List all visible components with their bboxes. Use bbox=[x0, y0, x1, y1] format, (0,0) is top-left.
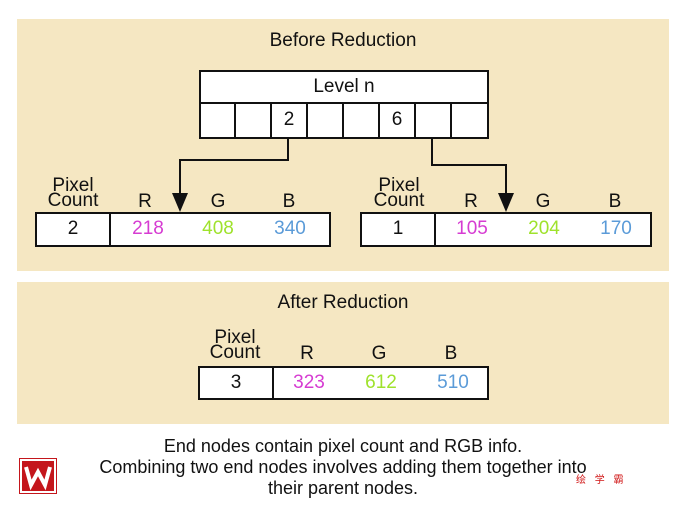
right-node-b-label: B bbox=[608, 191, 622, 212]
left-node-count: 2 bbox=[67, 218, 79, 239]
right-node-r-label: R bbox=[464, 191, 478, 212]
caption-line-2: Combining two end nodes involves adding … bbox=[99, 457, 587, 477]
caption-line-3: their parent nodes. bbox=[267, 478, 419, 498]
before-reduction-title: Before Reduction bbox=[269, 30, 417, 51]
left-node-r-label: R bbox=[138, 191, 152, 212]
right-node-count-label: Count bbox=[373, 190, 425, 211]
caption-line-1: End nodes contain pixel count and RGB in… bbox=[163, 436, 523, 456]
watermark-text: 绘 学 霸 bbox=[576, 475, 627, 486]
level-n-header: Level n bbox=[199, 70, 489, 104]
right-end-node: 1 105 204 170 bbox=[360, 212, 652, 247]
after-node-g-label: G bbox=[371, 343, 387, 364]
w-logo-icon bbox=[20, 459, 56, 493]
after-reduction-title: After Reduction bbox=[277, 292, 409, 313]
left-node-b: 340 bbox=[274, 218, 306, 239]
after-node-pixel-label: Pixel bbox=[214, 327, 256, 348]
right-node-g: 204 bbox=[528, 218, 560, 239]
after-node-r: 323 bbox=[293, 372, 325, 393]
watermark-logo bbox=[19, 458, 57, 494]
level-n-slots: 2 6 bbox=[199, 102, 489, 139]
after-node-b-label: B bbox=[444, 343, 458, 364]
after-node-r-label: R bbox=[300, 343, 314, 364]
left-node-g-label: G bbox=[210, 191, 226, 212]
left-node-count-label: Count bbox=[47, 190, 99, 211]
after-node-g: 612 bbox=[365, 372, 397, 393]
slot-2: 2 bbox=[283, 109, 295, 130]
left-node-g: 408 bbox=[202, 218, 234, 239]
after-end-node: 3 323 612 510 bbox=[198, 366, 489, 400]
after-node-b: 510 bbox=[437, 372, 469, 393]
slot-5: 6 bbox=[391, 109, 403, 130]
level-n-label: Level n bbox=[313, 76, 375, 97]
left-node-pixel-label: Pixel bbox=[52, 175, 94, 196]
right-node-r: 105 bbox=[456, 218, 488, 239]
right-node-b: 170 bbox=[600, 218, 632, 239]
left-node-b-label: B bbox=[282, 191, 296, 212]
after-reduction-panel bbox=[17, 282, 669, 424]
right-node-pixel-label: Pixel bbox=[378, 175, 420, 196]
after-node-count: 3 bbox=[230, 372, 242, 393]
right-node-g-label: G bbox=[535, 191, 551, 212]
right-node-count: 1 bbox=[392, 218, 404, 239]
after-node-count-label: Count bbox=[209, 342, 261, 363]
left-end-node: 2 218 408 340 bbox=[35, 212, 331, 247]
left-node-r: 218 bbox=[132, 218, 164, 239]
